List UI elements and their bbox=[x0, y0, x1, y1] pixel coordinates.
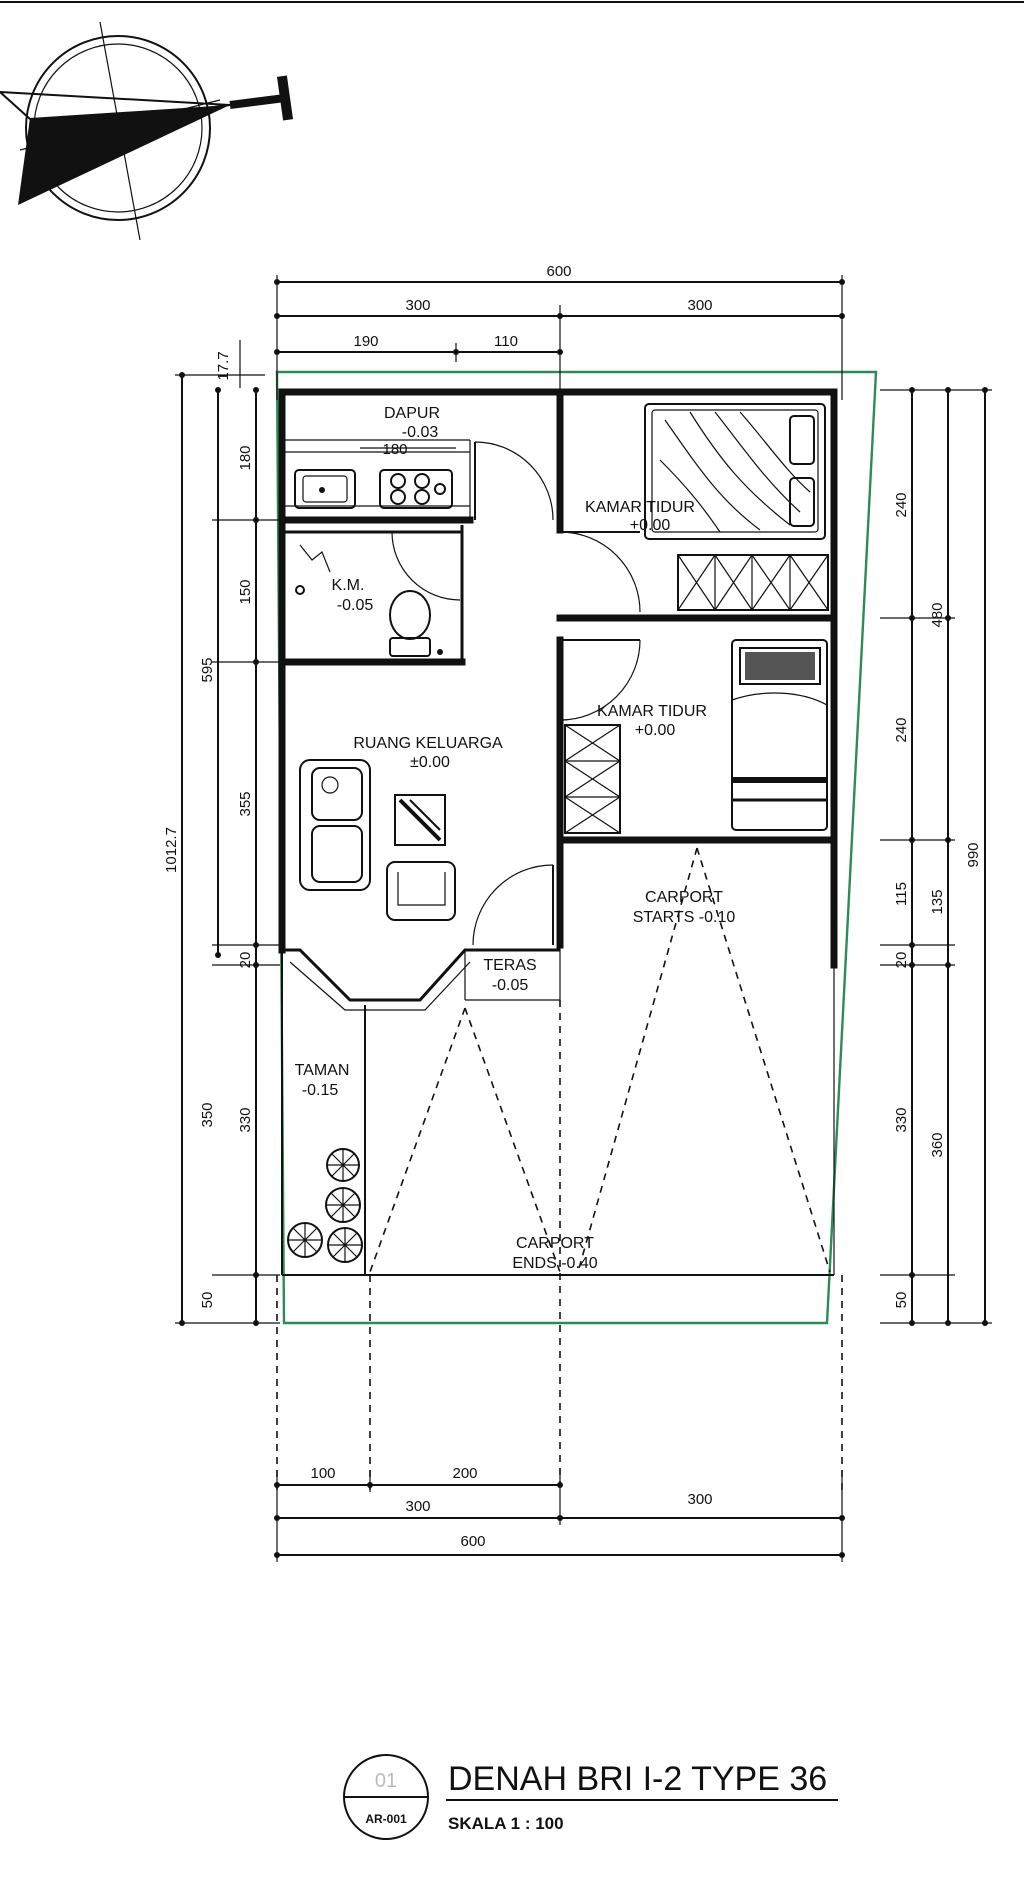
room-ruang-keluarga-name: RUANG KELUARGA bbox=[353, 735, 503, 752]
room-teras-name: TERAS bbox=[483, 957, 536, 974]
dim-left-4: 20 bbox=[237, 952, 254, 969]
bed-icon bbox=[644, 403, 829, 611]
dim-top-total: 600 bbox=[546, 263, 571, 280]
room-carport-start-level: STARTS -0.10 bbox=[633, 909, 736, 926]
dim-right-2: 240 bbox=[893, 717, 910, 742]
room-kamar-tidur-2-name: KAMAR TIDUR bbox=[597, 703, 707, 720]
dim-bottom-sub-left: 100 bbox=[310, 1465, 335, 1482]
dim-left-2: 150 bbox=[237, 579, 254, 604]
north-arrow-icon bbox=[0, 21, 294, 241]
dim-bottom-right: 300 bbox=[687, 1491, 712, 1508]
dim-left-bottom: 50 bbox=[199, 1292, 216, 1309]
room-taman-name: TAMAN bbox=[295, 1062, 350, 1079]
sink-icon bbox=[294, 469, 356, 509]
walls bbox=[278, 388, 838, 1276]
room-carport-start-name: CARPORT bbox=[645, 889, 723, 906]
dimension-left: 1012.7 595 180 150 355 20 350 330 50 bbox=[163, 372, 280, 1326]
dim-right-total: 990 bbox=[965, 842, 982, 867]
tree-icon bbox=[287, 1148, 363, 1263]
room-kamar-tidur-1-level: +0.00 bbox=[630, 517, 671, 534]
sheet-number: AR-001 bbox=[365, 1812, 407, 1826]
dim-left-5: 350 bbox=[199, 1102, 216, 1127]
dim-right-5: 20 bbox=[893, 952, 910, 969]
dimension-right: 990 480 240 240 115 135 20 330 360 50 bbox=[880, 387, 992, 1326]
room-ruang-keluarga-level: ±0.00 bbox=[410, 754, 450, 771]
dim-bottom-left: 300 bbox=[405, 1498, 430, 1515]
toilet-icon bbox=[295, 544, 443, 657]
site-boundary bbox=[275, 370, 878, 1325]
room-taman-level: -0.15 bbox=[302, 1082, 339, 1099]
drawing-number: 01 bbox=[375, 1770, 397, 1792]
dim-right-upper: 480 bbox=[929, 602, 946, 627]
dim-right-bottom: 50 bbox=[893, 1292, 910, 1309]
dim-bottom-total: 600 bbox=[460, 1533, 485, 1550]
dim-top-sub-left: 190 bbox=[353, 333, 378, 350]
dim-left-6: 330 bbox=[237, 1107, 254, 1132]
room-km-level: -0.05 bbox=[337, 597, 374, 614]
drawing-title: DENAH BRI I-2 TYPE 36 bbox=[448, 1760, 827, 1798]
dim-right-1: 240 bbox=[893, 492, 910, 517]
dim-right-6: 330 bbox=[893, 1107, 910, 1132]
room-kamar-tidur-1-name: KAMAR TIDUR bbox=[585, 499, 695, 516]
door-swing-icon bbox=[391, 441, 641, 946]
title-block: 01 AR-001 DENAH BRI I-2 TYPE 36 SKALA 1 … bbox=[343, 1754, 838, 1840]
dim-bottom-sub-right: 200 bbox=[452, 1465, 477, 1482]
dim-right-4: 135 bbox=[929, 889, 946, 914]
dim-left-total: 1012.7 bbox=[163, 827, 180, 873]
room-labels: DAPUR -0.03 K.M. -0.05 KAMAR TIDUR +0.00… bbox=[295, 405, 736, 1272]
dimension-top: 600 300 300 190 110 17.7 bbox=[215, 263, 845, 400]
dim-top-sub-right: 110 bbox=[494, 333, 518, 350]
room-km-name: K.M. bbox=[332, 577, 365, 594]
room-carport-end-name: CARPORT bbox=[516, 1235, 594, 1252]
dimension-bottom: 100 200 300 300 600 bbox=[274, 1465, 845, 1562]
dim-right-7: 360 bbox=[929, 1132, 946, 1157]
room-teras-level: -0.05 bbox=[492, 977, 529, 994]
dim-top-right: 300 bbox=[687, 297, 712, 314]
dim-left-upper: 595 bbox=[199, 657, 216, 682]
bed-icon bbox=[564, 639, 828, 834]
room-dapur-name: DAPUR bbox=[384, 405, 440, 422]
drawing-scale: SKALA 1 : 100 bbox=[448, 1814, 564, 1833]
dim-left-3: 355 bbox=[237, 791, 254, 816]
room-dapur-level: -0.03 bbox=[402, 424, 439, 441]
room-kamar-tidur-2-level: +0.00 bbox=[635, 722, 676, 739]
dim-kitchen-counter: 180 bbox=[382, 441, 407, 458]
stove-icon bbox=[379, 469, 453, 509]
kitchen-counter: 180 bbox=[285, 439, 471, 520]
dim-right-3: 115 bbox=[893, 882, 910, 906]
sofa-icon bbox=[299, 759, 456, 921]
carport-lines bbox=[276, 838, 843, 1490]
dim-left-1: 180 bbox=[237, 445, 254, 470]
room-carport-end-level: ENDS -0.40 bbox=[512, 1255, 597, 1272]
dim-top-left: 300 bbox=[405, 297, 430, 314]
dim-top-offset: 17.7 bbox=[215, 351, 232, 380]
